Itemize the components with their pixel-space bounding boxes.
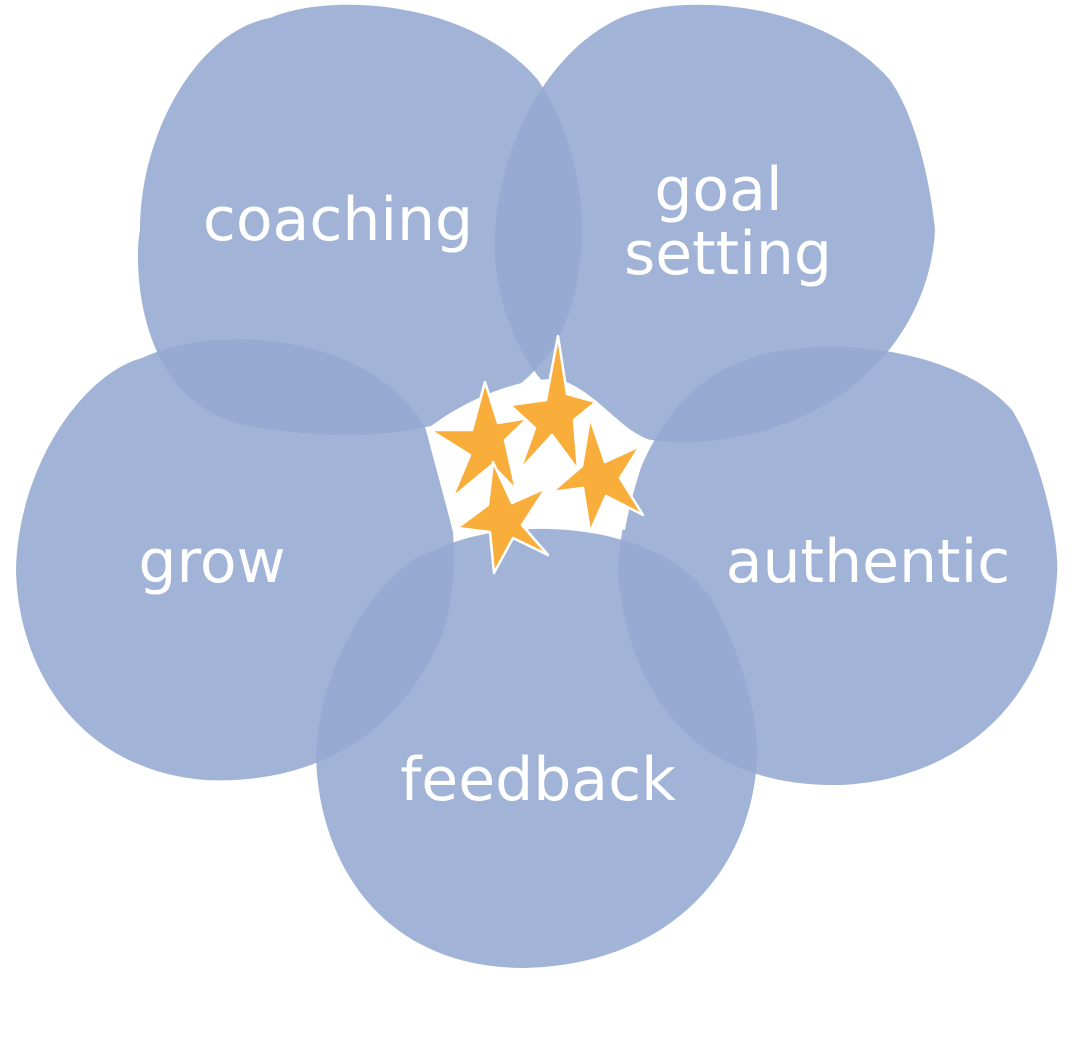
label-feedback-line-1: feedback xyxy=(400,745,676,815)
label-authentic: authentic xyxy=(726,527,1010,597)
label-goal-setting-line-1: goal xyxy=(654,155,782,225)
star-cluster-icon xyxy=(428,334,645,575)
petal-goal-setting: goal setting xyxy=(494,4,935,443)
label-goal-setting-line-2: setting xyxy=(624,219,832,289)
star-icon-3 xyxy=(550,416,645,534)
label-grow-line-1: grow xyxy=(138,527,285,597)
star-icon-2 xyxy=(508,334,598,472)
label-feedback: feedback xyxy=(400,745,676,815)
petal-coaching: coaching xyxy=(137,4,583,436)
petal-feedback: feedback xyxy=(316,528,758,968)
label-goal-setting: goal setting xyxy=(624,155,832,289)
label-coaching-line-1: coaching xyxy=(203,185,473,255)
star-icon-4 xyxy=(455,460,550,575)
label-grow: grow xyxy=(138,527,285,597)
label-authentic-line-1: authentic xyxy=(726,527,1010,597)
label-coaching: coaching xyxy=(203,185,473,255)
